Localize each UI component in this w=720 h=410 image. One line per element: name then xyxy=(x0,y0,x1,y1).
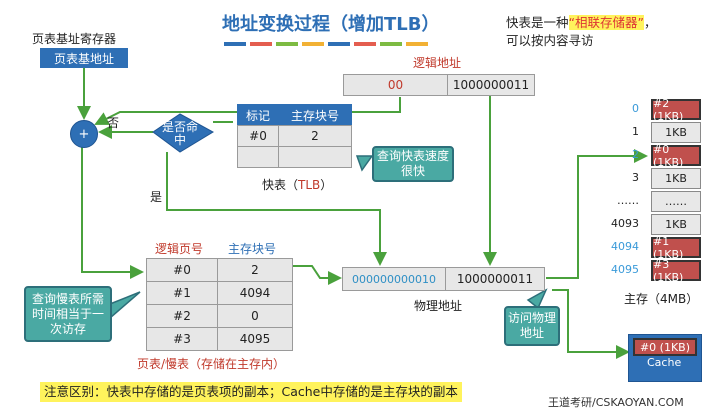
memory-block: #3 (1KB) xyxy=(651,258,701,284)
tlb-row-1-block xyxy=(278,146,352,168)
callout-pointer xyxy=(355,155,374,172)
memory-index: …… xyxy=(617,194,639,207)
physical-address-label: 物理地址 xyxy=(414,299,463,313)
title-underline xyxy=(250,42,272,46)
cache-entry: #0 (1KB) xyxy=(633,338,697,356)
title-underline xyxy=(328,42,350,46)
memory-index: 3 xyxy=(632,171,639,184)
hit-decision-diamond xyxy=(152,113,215,153)
title-underline xyxy=(302,42,324,46)
memory-block: 1KB xyxy=(651,214,701,235)
title-underline xyxy=(354,42,376,46)
memory-block: #2 (1KB) xyxy=(651,97,701,123)
watermark: 王道考研/CSKAOYAN.COM xyxy=(548,396,684,409)
tlb-caption: 快表（TLB） xyxy=(262,178,333,192)
title-underline xyxy=(224,42,246,46)
page-table-row-1-block: 4094 xyxy=(217,281,293,305)
tlb-row-0-block: 2 xyxy=(278,125,352,147)
page-table-row-3-page: #3 xyxy=(146,327,218,351)
tlb-header-tag: 标记 xyxy=(237,104,279,126)
memory-block: #1 (1KB) xyxy=(651,235,701,261)
title-underline xyxy=(406,42,428,46)
page-table-header-block: 主存块号 xyxy=(228,242,277,256)
tlb-header-block: 主存块号 xyxy=(278,104,352,126)
logical-page-number: 00 xyxy=(343,74,448,96)
page-table-header-page: 逻辑页号 xyxy=(155,242,204,256)
cache-label: Cache xyxy=(647,356,682,369)
page-table-row-3-block: 4095 xyxy=(217,327,293,351)
tlb-row-1-tag xyxy=(237,146,279,168)
diagram-title: 地址变换过程（增加TLB） xyxy=(222,14,440,35)
callout-pointer xyxy=(109,291,141,320)
hit-decision-text: 是否命中 xyxy=(161,120,198,147)
page-table-row-0-page: #0 xyxy=(146,258,218,282)
callout-fast-lookup: 查询快表速度很快 xyxy=(372,146,454,182)
page-table-row-2-block: 0 xyxy=(217,304,293,328)
title-underline xyxy=(380,42,402,46)
memory-index: 4094 xyxy=(611,240,639,253)
callout-access-physical: 访问物理地址 xyxy=(504,306,560,346)
page-table-row-2-page: #2 xyxy=(146,304,218,328)
title-underline xyxy=(276,42,298,46)
main-memory-caption: 主存（4MB） xyxy=(624,292,699,306)
memory-block: 1KB xyxy=(651,122,701,143)
memory-block: …… xyxy=(651,191,701,212)
tlb-note-line2: 可以按内容寻访 xyxy=(506,33,594,48)
memory-block: 1KB xyxy=(651,168,701,189)
footer-note: 注意区别：快表中存储的是页表项的副本；Cache中存储的是主存块的副本 xyxy=(40,382,462,402)
memory-index: 0 xyxy=(632,102,639,115)
memory-index: 1 xyxy=(632,125,639,138)
decision-no-label: 否 xyxy=(107,116,120,130)
memory-block: #0 (1KB) xyxy=(651,143,701,169)
page-table-row-1-page: #1 xyxy=(146,281,218,305)
logical-address-label: 逻辑地址 xyxy=(413,56,462,70)
memory-index: 2 xyxy=(632,148,639,161)
memory-index: 4095 xyxy=(611,263,639,276)
page-table-base-address: 页表基地址 xyxy=(40,48,128,68)
tlb-note-line1: 快表是一种“相联存储器”， xyxy=(506,15,657,30)
page-table-caption: 页表/慢表（存储在主存内） xyxy=(137,357,286,371)
decision-yes-label: 是 xyxy=(150,190,163,204)
logical-page-offset: 1000000011 xyxy=(447,74,535,96)
adder-circle: + xyxy=(70,120,98,148)
page-table-register-label: 页表基址寄存器 xyxy=(32,32,117,46)
callout-pointer xyxy=(526,288,548,310)
physical-offset: 1000000011 xyxy=(445,267,545,291)
memory-index: 4093 xyxy=(611,217,639,230)
page-table-row-0-block: 2 xyxy=(217,258,293,282)
tlb-row-0-tag: #0 xyxy=(237,125,279,147)
physical-block-number: 000000000010 xyxy=(342,267,446,291)
callout-slow-lookup: 查询慢表所需时间相当于一次访存 xyxy=(24,286,112,342)
